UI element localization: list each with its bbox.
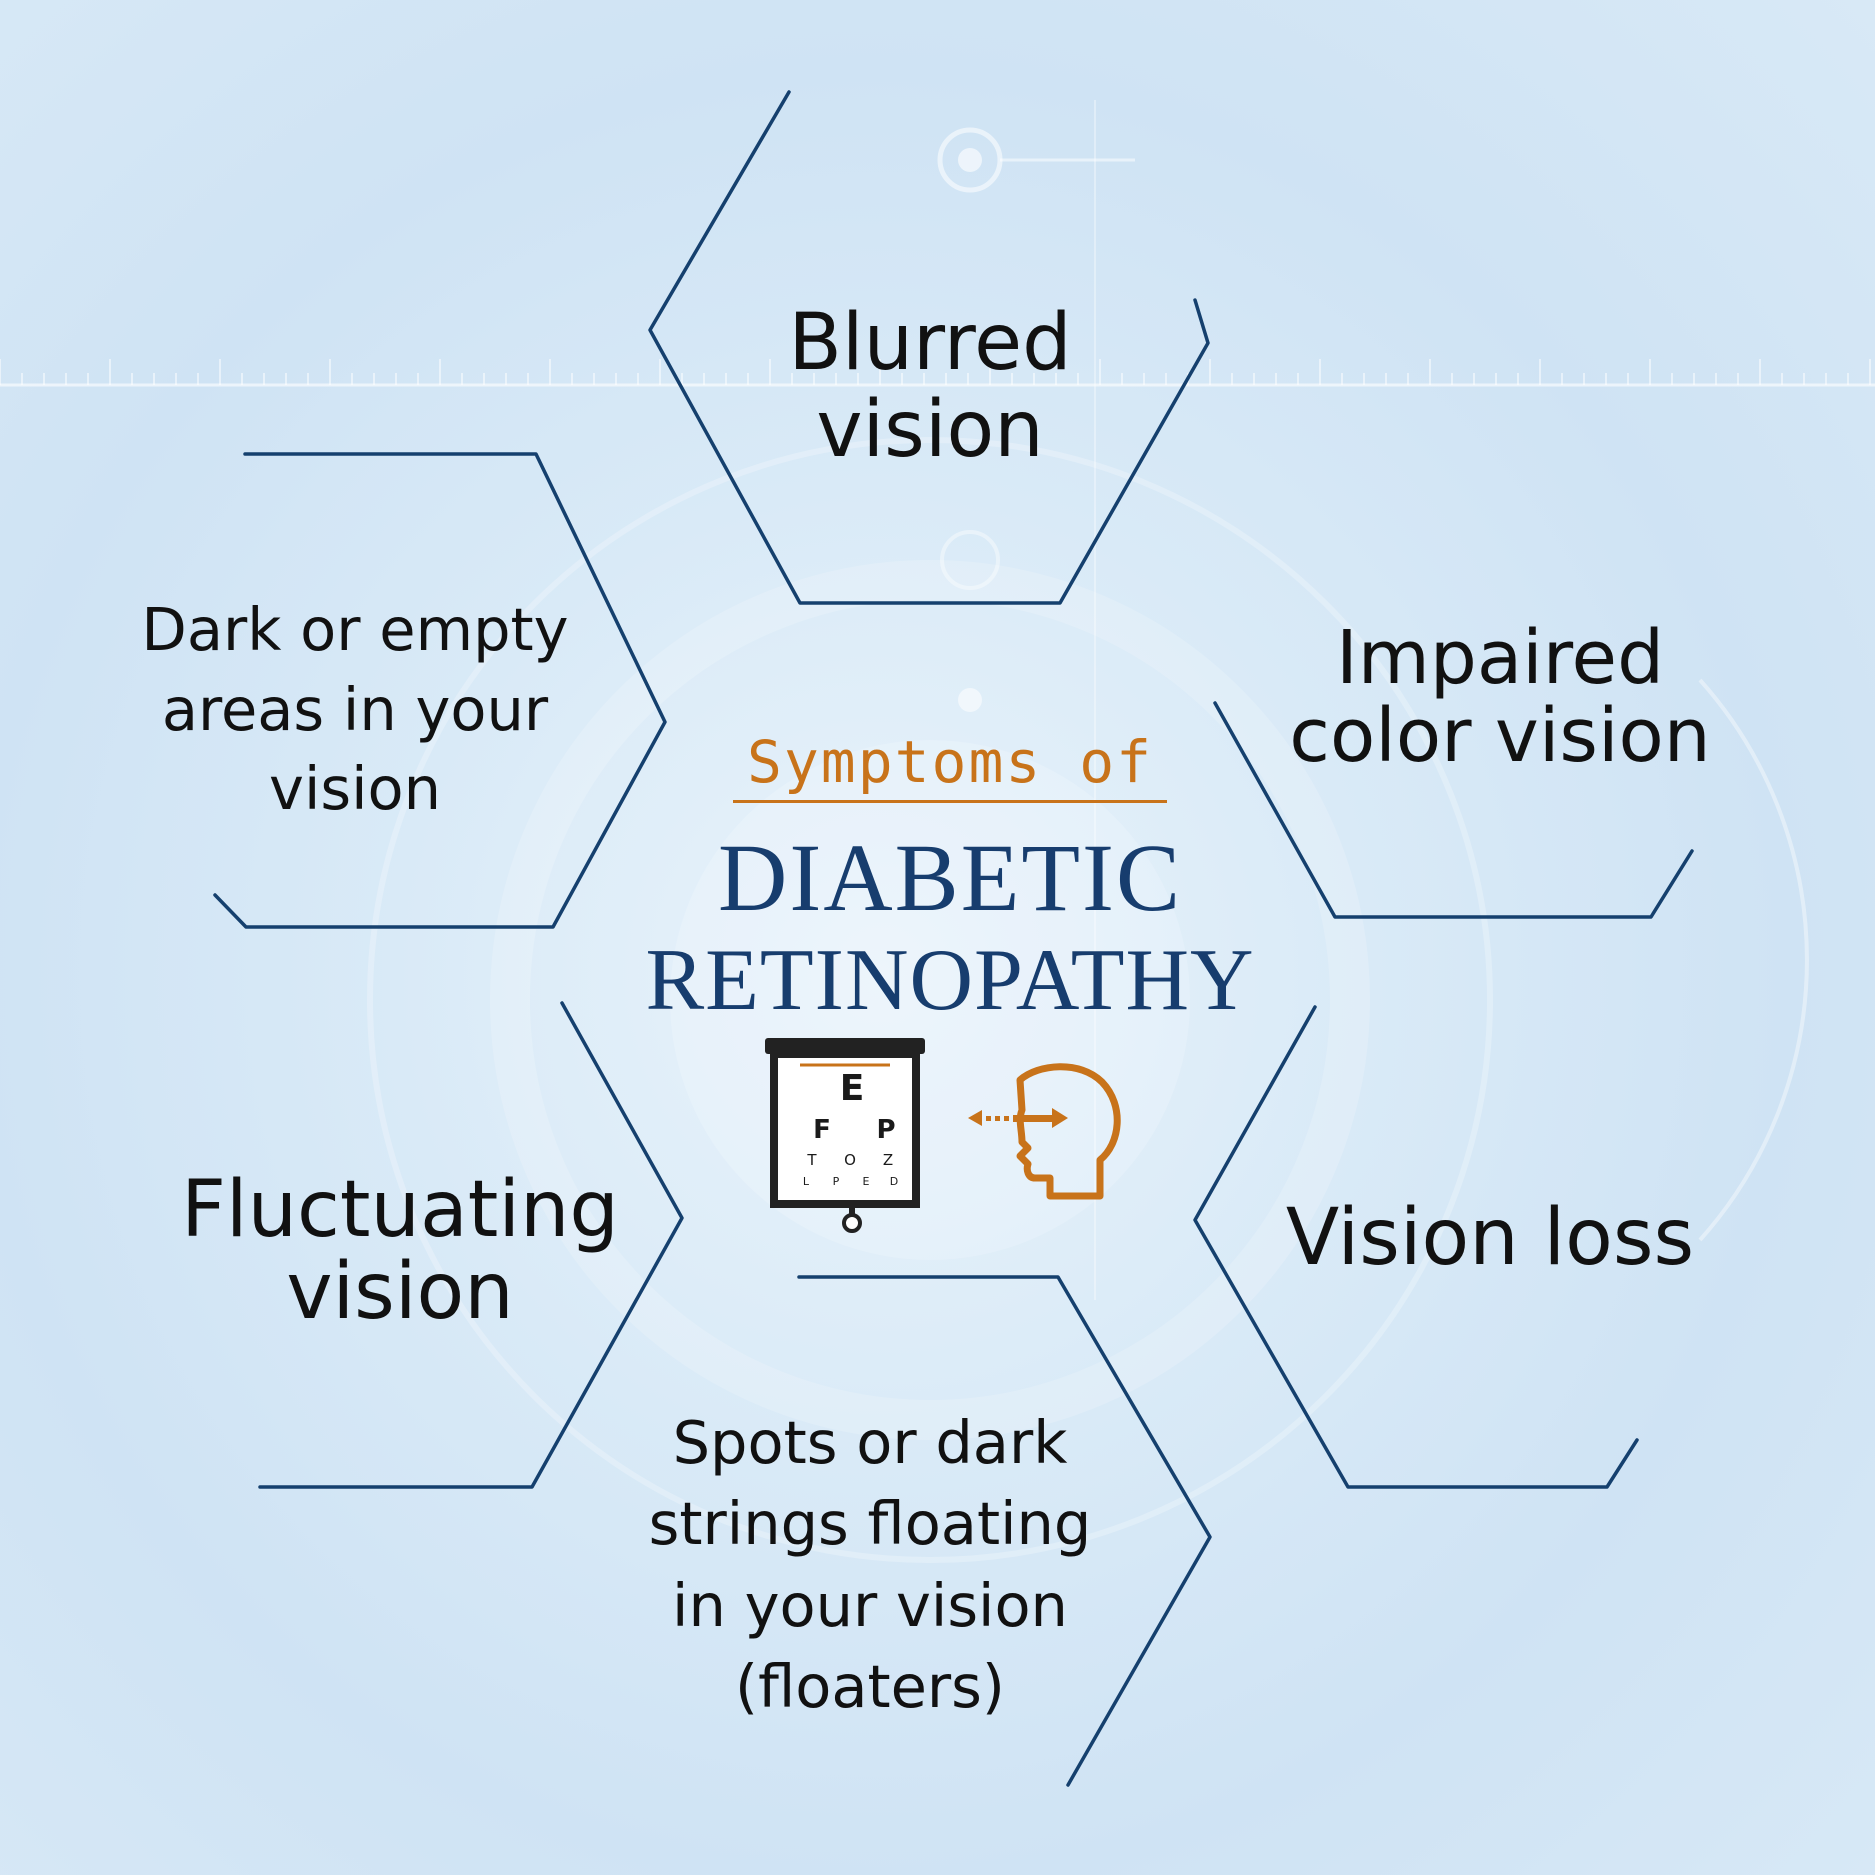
symptom-line: areas in your bbox=[161, 674, 549, 744]
symptom-line: (floaters) bbox=[735, 1652, 1005, 1722]
chart-letter: O bbox=[844, 1151, 856, 1169]
symptom-line: Dark or empty bbox=[141, 595, 569, 664]
title-retinopathy: RETINOPATHY bbox=[645, 932, 1255, 1029]
chart-letter: P bbox=[833, 1175, 840, 1188]
frame-blurred bbox=[648, 90, 1210, 605]
frame-impaired bbox=[1213, 701, 1694, 919]
frame-dark-areas bbox=[213, 452, 667, 929]
chart-letter: T bbox=[806, 1151, 817, 1169]
chart-letter: L bbox=[803, 1175, 810, 1188]
chart-letter: Z bbox=[883, 1151, 893, 1169]
symptom-vision-loss: Vision loss bbox=[1220, 1193, 1760, 1283]
symptom-line: color vision bbox=[1289, 692, 1711, 779]
symptom-line: in your vision bbox=[672, 1570, 1068, 1640]
symptom-fluctuating-vision: Fluctuating vision bbox=[110, 1165, 690, 1337]
symptom-blurred-vision: Blurred vision bbox=[660, 298, 1200, 476]
symptom-dark-areas: Dark or empty areas in your vision bbox=[80, 590, 630, 829]
title-diabetic: DIABETIC bbox=[718, 824, 1182, 931]
title-subtitle: Symptoms of bbox=[732, 728, 1168, 803]
chart-letter: P bbox=[876, 1115, 895, 1145]
symptom-line: Fluctuating bbox=[181, 1165, 619, 1255]
frame-vision-loss bbox=[1193, 1005, 1639, 1489]
symptom-line: Vision loss bbox=[1285, 1193, 1695, 1283]
frame-spots bbox=[797, 1275, 1212, 1787]
chart-letter: F bbox=[813, 1115, 831, 1145]
chart-letter: D bbox=[890, 1175, 898, 1188]
symptom-line: vision bbox=[816, 385, 1044, 476]
head-vision-icon bbox=[968, 1063, 1121, 1200]
symptom-line: vision bbox=[286, 1246, 514, 1337]
symptom-line: Impaired bbox=[1335, 615, 1665, 701]
symptom-floaters: Spots or dark strings floating in your v… bbox=[560, 1402, 1180, 1728]
frame-fluctuating bbox=[258, 1001, 684, 1489]
symptom-impaired-color-vision: Impaired color vision bbox=[1220, 615, 1780, 779]
eye-chart-icon: E F P T O Z L P E D bbox=[765, 1038, 925, 1233]
chart-letter: E bbox=[863, 1175, 870, 1188]
symptom-line: Spots or dark bbox=[672, 1408, 1068, 1477]
title-block: Symptoms of DIABETIC RETINOPATHY bbox=[560, 728, 1340, 1029]
symptom-line: vision bbox=[269, 754, 441, 824]
chart-letter: E bbox=[840, 1068, 865, 1109]
symptom-line: Blurred bbox=[788, 298, 1072, 388]
symptom-line: strings floating bbox=[648, 1489, 1092, 1559]
